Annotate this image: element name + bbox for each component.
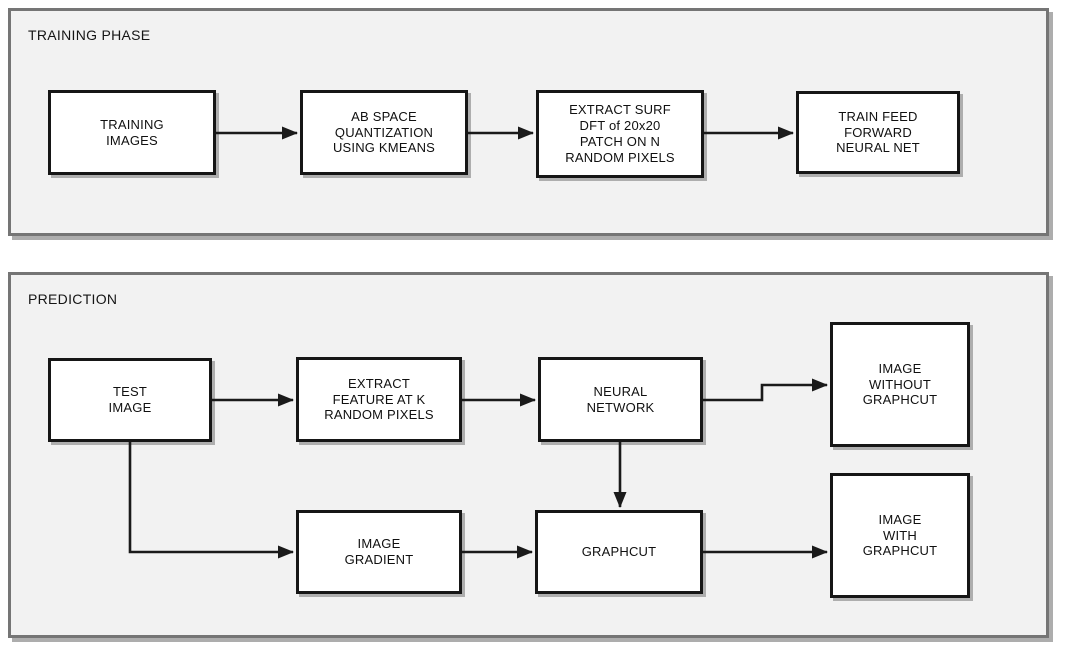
box-neural-network-label: NEURAL NETWORK xyxy=(586,383,655,415)
box-extract-surf: EXTRACT SURF DFT of 20x20 PATCH ON N RAN… xyxy=(536,90,704,178)
box-graphcut: GRAPHCUT xyxy=(535,510,703,594)
box-extract-feature: EXTRACT FEATURE AT K RANDOM PIXELS xyxy=(296,357,462,442)
box-neural-network: NEURAL NETWORK xyxy=(538,357,703,442)
prediction-panel: PREDICTION TEST IMAGE EXTRACT FEATURE AT… xyxy=(8,272,1049,638)
box-extract-surf-label: EXTRACT SURF DFT of 20x20 PATCH ON N RAN… xyxy=(565,102,675,165)
box-image-without-graphcut-label: IMAGE WITHOUT GRAPHCUT xyxy=(862,360,938,408)
box-training-images: TRAINING IMAGES xyxy=(48,90,216,175)
box-test-image-label: TEST IMAGE xyxy=(108,384,152,415)
box-training-images-label: TRAINING IMAGES xyxy=(100,116,164,148)
box-extract-feature-label: EXTRACT FEATURE AT K RANDOM PIXELS xyxy=(324,375,434,423)
box-image-with-graphcut-label: IMAGE WITH GRAPHCUT xyxy=(862,511,938,559)
prediction-title: PREDICTION xyxy=(28,291,118,307)
box-image-gradient-label: IMAGE GRADIENT xyxy=(344,536,414,567)
box-graphcut-label: GRAPHCUT xyxy=(581,544,657,560)
box-train-feed-forward: TRAIN FEED FORWARD NEURAL NET xyxy=(796,91,960,174)
training-phase-panel: TRAINING PHASE TRAINING IMAGES AB SPACE … xyxy=(8,8,1049,236)
box-train-feed-forward-label: TRAIN FEED FORWARD NEURAL NET xyxy=(836,108,920,156)
box-ab-space-quantization-label: AB SPACE QUANTIZATION USING KMEANS xyxy=(332,108,436,156)
box-test-image: TEST IMAGE xyxy=(48,358,212,442)
box-ab-space-quantization: AB SPACE QUANTIZATION USING KMEANS xyxy=(300,90,468,175)
box-image-with-graphcut: IMAGE WITH GRAPHCUT xyxy=(830,473,970,598)
box-image-gradient: IMAGE GRADIENT xyxy=(296,510,462,594)
box-image-without-graphcut: IMAGE WITHOUT GRAPHCUT xyxy=(830,322,970,447)
training-phase-title: TRAINING PHASE xyxy=(28,27,151,43)
